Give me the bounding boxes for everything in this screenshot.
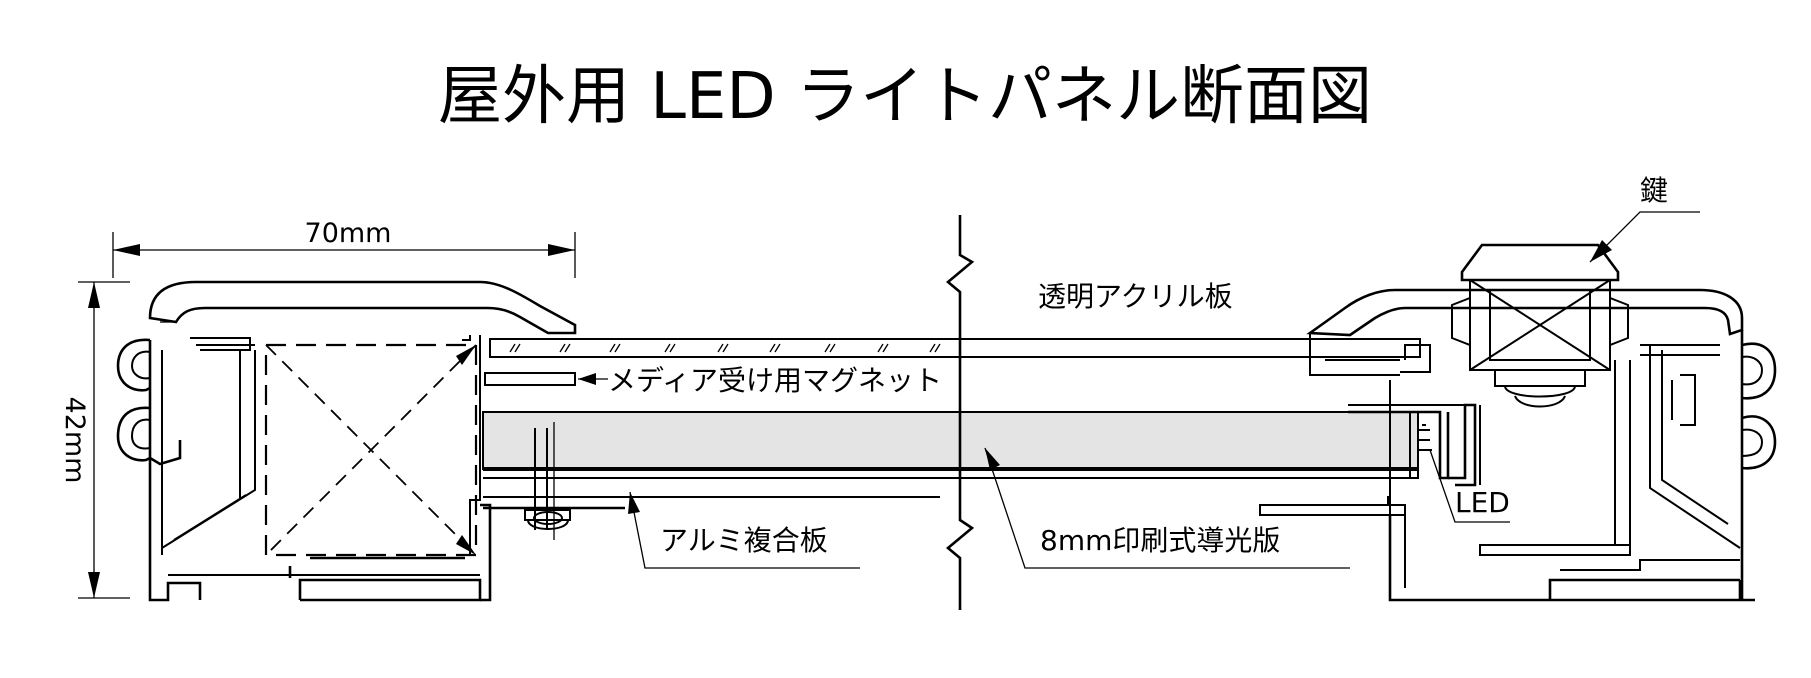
label-acrylic: 透明アクリル板: [1038, 280, 1233, 313]
left-frame-profile: [116, 280, 577, 602]
height-dimension-label: 42mm: [59, 397, 90, 484]
glass-hatch: [509, 343, 941, 353]
leader-aluminum: [628, 491, 860, 569]
height-dimension: 42mm: [59, 281, 130, 599]
magnet-strip: [484, 372, 576, 386]
label-led: LED: [1455, 486, 1510, 519]
label-aluminum: アルミ複合板: [660, 524, 828, 557]
leader-key: [1589, 211, 1700, 263]
leader-light-guide: [984, 447, 1350, 569]
right-frame-profile: [1259, 243, 1777, 602]
label-magnet: メディア受け用マグネット: [608, 364, 942, 397]
width-dimension: 70mm: [112, 218, 576, 278]
leader-magnet: [578, 373, 608, 385]
acrylic-sheet: [489, 338, 1421, 358]
diagram-title: 屋外用 LED ライトパネル断面図: [438, 60, 1372, 134]
label-light-guide: 8mm印刷式導光版: [1040, 524, 1280, 557]
leader-led: [1429, 449, 1510, 523]
light-guide-panel: [482, 411, 1419, 470]
key-lock: [1451, 243, 1629, 408]
break-line: [945, 215, 975, 610]
label-key: 鍵: [1640, 174, 1668, 207]
back-plates: [483, 422, 1419, 540]
width-dimension-label: 70mm: [305, 218, 392, 249]
